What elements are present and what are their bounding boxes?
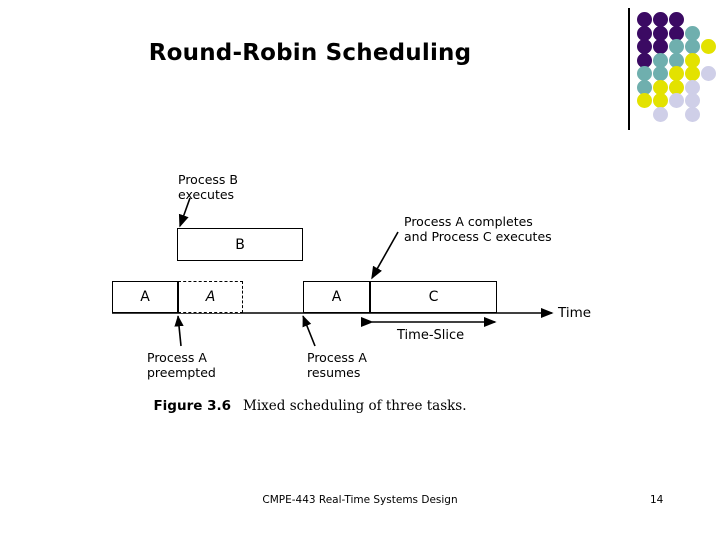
decorative-dot: [669, 52, 684, 68]
decorative-dot: [685, 66, 700, 81]
annotation-process-a-resumes: Process A resumes: [307, 350, 367, 380]
decorative-vertical-rule: [628, 8, 630, 130]
footer-page-number: 14: [650, 494, 664, 506]
decorative-dot: [669, 79, 684, 95]
block-process-c: C: [370, 281, 497, 313]
decorative-dot: [669, 12, 684, 27]
figure-caption-number: Figure 3.6: [153, 398, 232, 414]
decorative-dot: [685, 106, 700, 122]
block-label-b: B: [235, 236, 245, 253]
annotation-process-a-preempted: Process A preempted: [147, 350, 216, 380]
decorative-dot: [637, 12, 652, 27]
annotation-process-b-executes: Process B executes: [178, 172, 238, 202]
decorative-dot: [685, 39, 700, 54]
decorative-dot: [653, 66, 668, 81]
decorative-dot: [653, 93, 668, 108]
decorative-dot: [653, 25, 668, 41]
decorative-dot: [637, 52, 652, 68]
decorative-dot: [637, 25, 652, 41]
decorative-dot: [685, 79, 700, 95]
block-label-a-dashed: A: [205, 289, 216, 305]
decorative-dot: [701, 66, 716, 81]
figure-connectors: [112, 197, 554, 347]
decorative-dot: [637, 66, 652, 81]
decorative-dot: [637, 79, 652, 95]
decorative-dot: [637, 93, 652, 108]
block-process-a-second: A: [303, 281, 370, 313]
decorative-dot: [653, 12, 668, 27]
annotation-process-a-completes: Process A completes and Process C execut…: [404, 214, 552, 244]
decorative-dot: [685, 93, 700, 108]
label-time-slice: Time-Slice: [397, 328, 465, 343]
figure-caption: Figure 3.6 Mixed scheduling of three task…: [0, 398, 620, 414]
page-title: Round-Robin Scheduling: [148, 40, 472, 66]
decorative-dot: [669, 25, 684, 41]
decorative-dot: [669, 93, 684, 108]
block-label-c: C: [428, 289, 439, 305]
decorative-dot: [653, 79, 668, 95]
axis-label-time: Time: [558, 305, 592, 321]
block-process-a-preempted: A: [178, 281, 243, 313]
decorative-dot: [701, 39, 716, 54]
block-process-a-first: A: [112, 281, 178, 313]
decorative-dot: [653, 106, 668, 122]
decorative-dot: [653, 52, 668, 68]
decorative-dot: [653, 39, 668, 54]
decorative-dot: [669, 66, 684, 81]
decorative-dot: [685, 25, 700, 41]
decorative-dot-grid: [637, 12, 717, 122]
footer-course-label: CMPE-443 Real-Time Systems Design: [262, 494, 458, 506]
block-label-a-second: A: [331, 289, 342, 305]
decorative-dot: [685, 52, 700, 68]
decorative-dot: [669, 39, 684, 54]
block-label-a-first: A: [140, 289, 150, 305]
figure-caption-text: Mixed scheduling of three tasks.: [243, 398, 467, 414]
figure-diagram: Process B executes Process A completes a…: [0, 150, 620, 430]
block-process-b: B: [177, 228, 303, 261]
decorative-dot: [637, 39, 652, 54]
